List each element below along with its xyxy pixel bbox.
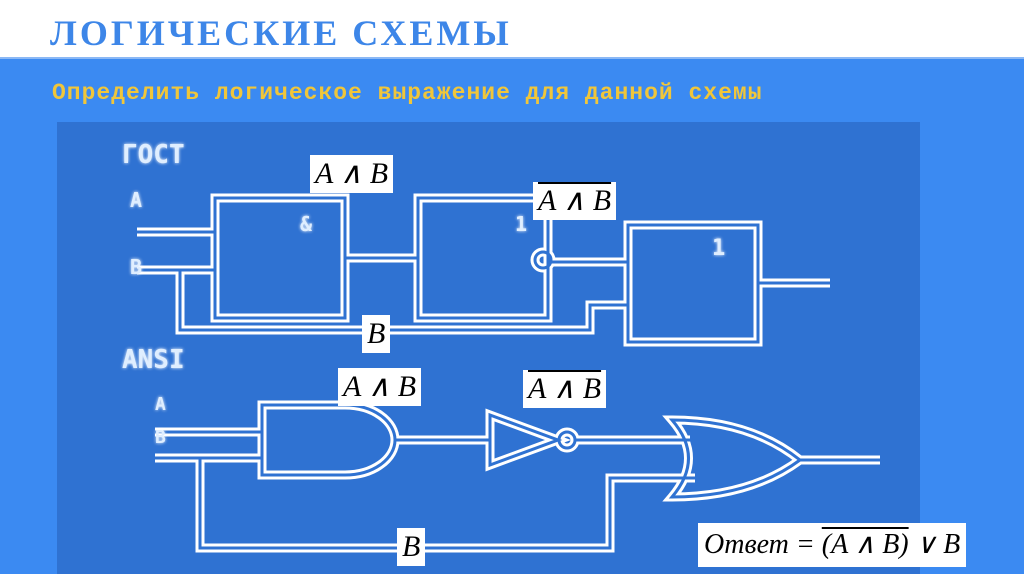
gost-label: ГОСТ [122,140,185,170]
answer-prefix: Ответ = [704,529,822,560]
ansi-input-a: A [155,394,166,415]
gate-or-symbol: 1 [515,212,528,236]
gost-nand-expression: A ∧ B [533,182,617,220]
gost-input-b: B [130,255,143,279]
answer-overline-term: (A ∧ B) [821,529,909,560]
wire-outline [137,198,880,548]
gost-b-expression: B [362,315,391,353]
wire-inner [135,196,882,550]
ansi-nand-expression: A ∧ B [523,370,607,408]
task-subtitle: Определить логическое выражение для данн… [52,80,763,106]
ansi-input-b: B [155,427,166,448]
gost-input-a: A [130,188,143,212]
ansi-label: ANSI [122,345,185,375]
ansi-and-expression: A ∧ B [338,368,422,406]
page-title: ЛОГИЧЕСКИЕ СХЕМЫ [50,13,512,53]
gost-and-expression: A ∧ B [310,155,394,193]
ansi-b-expression: B [397,528,426,566]
answer-suffix: ∨ B [908,529,961,560]
gate-and-symbol: & [300,212,313,236]
gate-or-symbol-2: 1 [712,236,726,261]
answer-box: Ответ = (A ∧ B) ∨ B [698,523,967,567]
